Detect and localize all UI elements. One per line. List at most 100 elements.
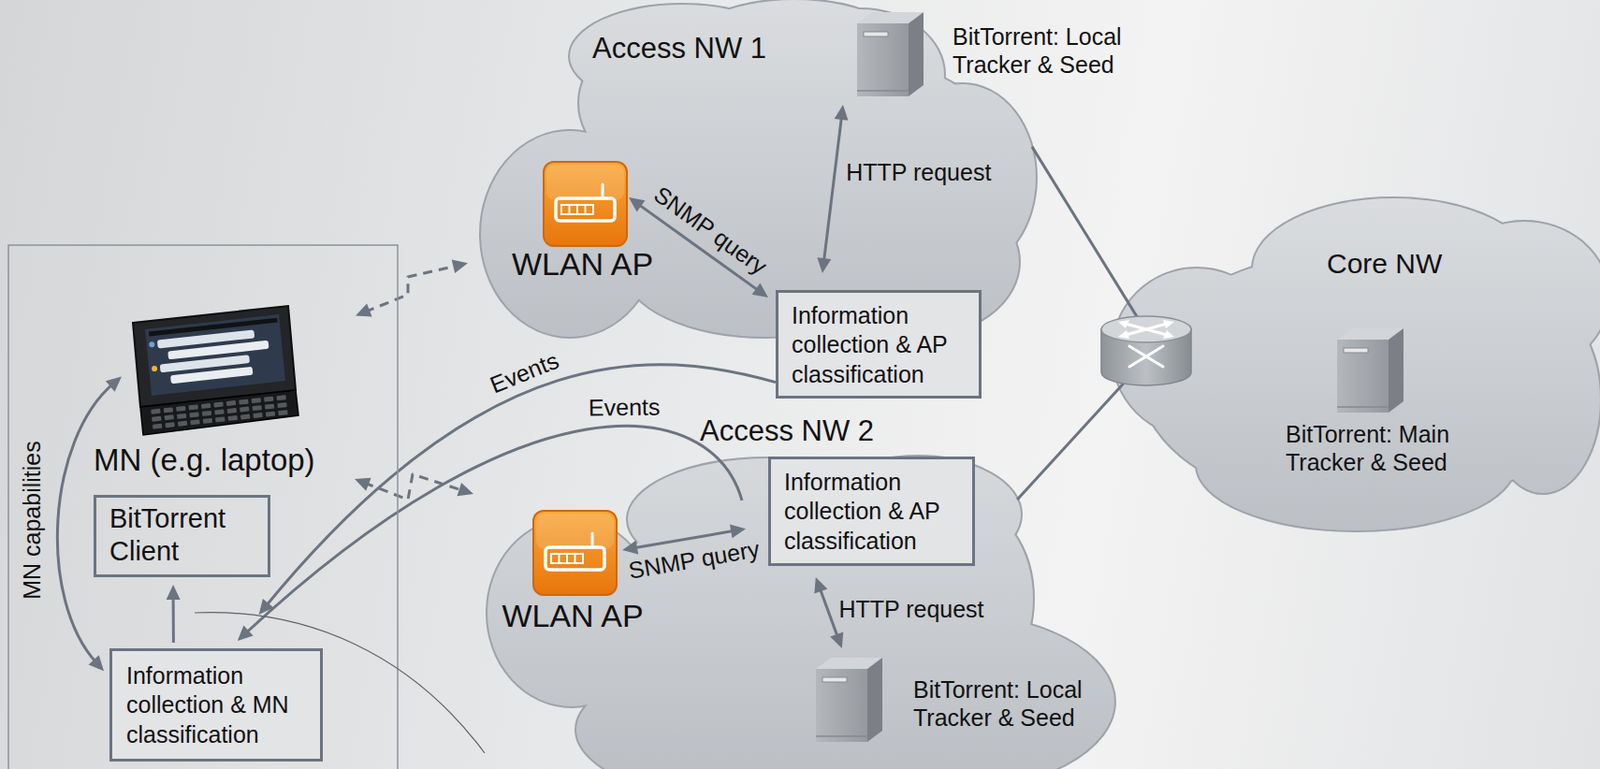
- arrow-head: [829, 631, 844, 649]
- server-icon: [857, 12, 924, 97]
- graphic-part: [227, 415, 237, 422]
- graphic-part: [150, 408, 160, 415]
- node-label: Information collection & MN classificati…: [126, 661, 309, 750]
- edge-label-holder: Events: [588, 392, 661, 422]
- cloud-lobe: [775, 9, 945, 141]
- cloud-lobe: [777, 612, 1115, 769]
- graphic-part: [164, 414, 175, 421]
- access-point-icon: [542, 160, 628, 248]
- graphic-part: [277, 409, 288, 416]
- graphic-part: [215, 416, 225, 422]
- graphic-part: [147, 318, 283, 387]
- edge-label-holder: HTTP request: [845, 158, 991, 187]
- graphic-part: [151, 416, 161, 422]
- graphic-part: [1388, 328, 1404, 413]
- cloud-outline: [1112, 198, 1600, 531]
- arrow-head: [451, 260, 468, 275]
- mobile-node: MN (e.g. laptop): [93, 301, 342, 481]
- cloud-lobe: [1440, 221, 1600, 372]
- access-point: WLAN AP: [494, 509, 651, 632]
- connector-line: [1017, 374, 1133, 500]
- graphic-part: [545, 547, 605, 570]
- router-icon: [1101, 316, 1192, 386]
- graphic-part: [164, 421, 175, 428]
- arrow-head: [814, 577, 828, 595]
- node-label: BitTorrent Client: [109, 502, 260, 568]
- cloud-lobe: [1140, 249, 1590, 512]
- process-box: BitTorrent Client: [93, 494, 271, 578]
- connector: [1017, 374, 1133, 500]
- cloud-lobe: [1440, 221, 1600, 372]
- graphic-part: [536, 513, 614, 550]
- cloud-lobe: [1112, 268, 1281, 437]
- connector-line: [172, 595, 175, 643]
- graphic-part: [177, 421, 188, 427]
- edge-label: Events: [485, 346, 563, 400]
- graphic-part: [857, 23, 909, 97]
- process-box: Information collection & AP classificati…: [775, 290, 982, 399]
- graphic-part: [145, 314, 286, 396]
- cloud-lobe: [1485, 305, 1600, 494]
- connector: [1032, 146, 1138, 319]
- cloud-lobe: [569, 4, 795, 108]
- access-point-icon: [532, 509, 618, 597]
- router-top: [1101, 316, 1192, 343]
- node-label: BitTorrent: Main Tracker & Seed: [1285, 420, 1473, 477]
- connector-line: [823, 115, 842, 263]
- connector-line: [245, 425, 742, 634]
- edge-label: HTTP request: [845, 158, 991, 187]
- arrow-head: [628, 197, 645, 212]
- graphic-part: [201, 403, 211, 409]
- cloud-lobe: [775, 9, 945, 141]
- edge-label: MN capabilities: [17, 440, 46, 600]
- graphic-part: [584, 204, 587, 215]
- device-picture: [130, 304, 300, 437]
- arrow-head: [355, 304, 373, 318]
- cloud-lobe: [480, 130, 659, 337]
- cloud-lobe: [1112, 268, 1281, 437]
- edge-label-holder: SNMP query: [626, 534, 762, 585]
- graphic-part: [148, 341, 156, 349]
- graphic-part: [140, 390, 299, 436]
- graphic-part: [543, 161, 627, 247]
- cloud-lobe: [1196, 399, 1515, 531]
- arrow-head: [816, 257, 831, 274]
- arrow-head: [105, 377, 122, 393]
- cloud-lobe: [480, 130, 659, 337]
- graphic-part: [175, 406, 186, 412]
- graphic-part: [558, 553, 561, 564]
- arrow-head: [457, 482, 475, 496]
- arrow-head: [622, 540, 639, 555]
- node-label: Information collection & AP classificati…: [791, 301, 970, 390]
- cloud-lobe: [1252, 198, 1534, 339]
- graphic-part: [251, 397, 262, 404]
- router-arrowhead: [1163, 330, 1175, 339]
- graphic-part: [251, 405, 262, 411]
- arrow-head: [237, 625, 254, 641]
- graphic-part: [213, 401, 223, 408]
- graphic-part: [568, 204, 571, 215]
- router-arrowhead: [1163, 320, 1175, 329]
- graphic-part: [857, 89, 909, 92]
- arrow-head: [88, 654, 104, 671]
- graphic-part: [576, 204, 579, 215]
- node-label: MN (e.g. laptop): [93, 441, 342, 480]
- graphic-part: [189, 419, 200, 425]
- graphic-part: [561, 204, 594, 215]
- access-point: WLAN AP: [505, 160, 660, 283]
- edge-label-holder: MN capabilities: [17, 440, 46, 600]
- graphic-part: [276, 394, 286, 401]
- edge-label: HTTP request: [838, 595, 984, 624]
- graphic-part: [226, 400, 236, 407]
- graphic-part: [188, 404, 198, 410]
- graphic-part: [566, 553, 568, 564]
- cloud-lobe: [777, 612, 1115, 769]
- router-arrows: [1125, 323, 1167, 335]
- edge-label: SNMP query: [626, 534, 762, 585]
- graphic-part: [574, 553, 577, 564]
- graphic-part: [551, 553, 583, 564]
- connector-line: [265, 364, 776, 608]
- graphic-part: [1343, 348, 1368, 353]
- graphic-part: [214, 408, 224, 415]
